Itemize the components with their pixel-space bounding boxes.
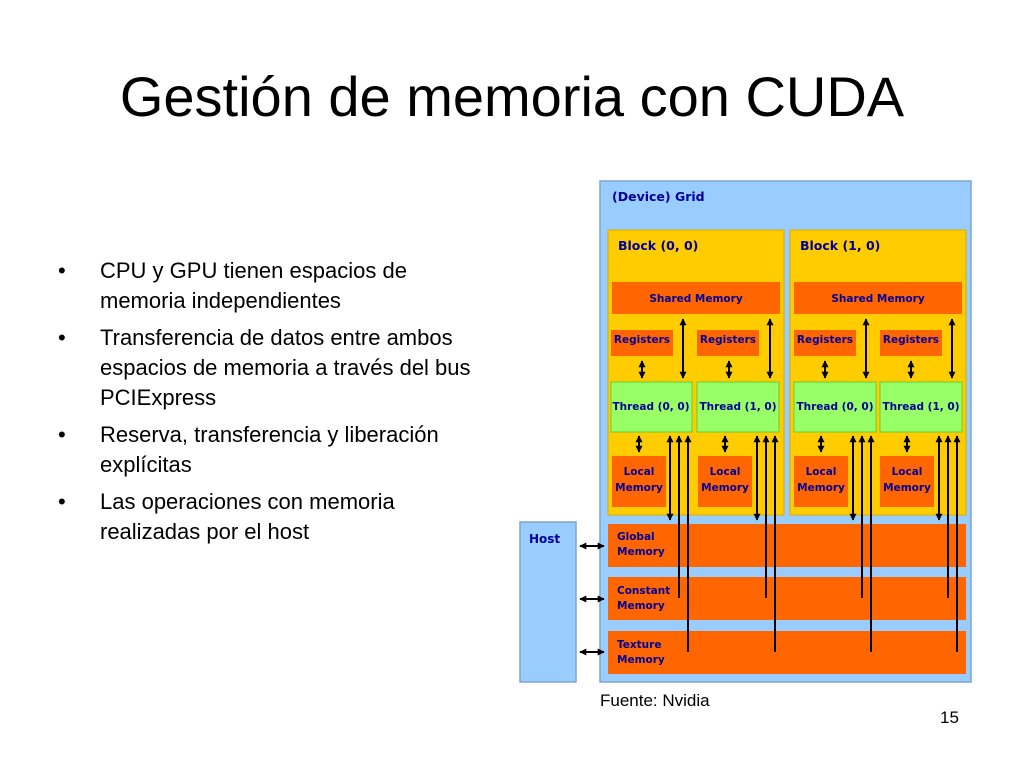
bullet-text: Las operaciones con memoria realizadas p… <box>100 489 395 544</box>
local-memory-label: Memory <box>883 482 931 494</box>
source-caption: Fuente: Nvidia <box>600 691 710 710</box>
registers <box>611 330 673 356</box>
texture-memory <box>608 631 966 674</box>
constant-memory <box>608 577 966 620</box>
texture-memory-label: Memory <box>617 654 665 666</box>
local-memory-label: Memory <box>797 482 845 494</box>
bullet-item: • Transferencia de datos entre ambos espa… <box>58 323 478 413</box>
grid-label: (Device) Grid <box>612 189 705 204</box>
shared-memory-label: Shared Memory <box>831 293 924 305</box>
local-memory-label: Local <box>624 466 655 478</box>
local-memory-label: Local <box>806 466 837 478</box>
thread <box>610 381 693 433</box>
bullet-text: Transferencia de datos entre ambos espac… <box>100 325 471 410</box>
thread <box>793 381 877 433</box>
slide-title: Gestión de memoria con CUDA <box>119 65 905 128</box>
registers <box>794 330 856 356</box>
registers-label: Registers <box>883 334 939 346</box>
thread-label: Thread (0, 0) <box>796 401 873 413</box>
shared-memory <box>794 282 962 314</box>
host-box <box>519 521 577 683</box>
registers <box>880 330 942 356</box>
texture-memory-label: Texture <box>617 639 661 651</box>
global-memory-label: Memory <box>617 546 665 558</box>
local-memory <box>698 456 752 507</box>
constant-memory-label: Memory <box>617 600 665 612</box>
bullet-marker: • <box>58 325 66 350</box>
host-label: Host <box>529 532 560 546</box>
bullet-item: • Las operaciones con memoria realizadas … <box>58 487 478 547</box>
local-memory-label: Memory <box>701 482 749 494</box>
block-label: Block (0, 0) <box>618 238 698 253</box>
registers-label: Registers <box>614 334 670 346</box>
local-memory-label: Local <box>710 466 741 478</box>
registers <box>697 330 759 356</box>
registers-label: Registers <box>797 334 853 346</box>
thread-label: Thread (0, 0) <box>612 401 689 413</box>
thread-label: Thread (1, 0) <box>699 401 776 413</box>
shared-memory-label: Shared Memory <box>649 293 742 305</box>
cuda-memory-diagram: (Device) Grid Host Block (0, 0) Shared M… <box>519 180 972 683</box>
shared-memory <box>612 282 780 314</box>
bullet-item: • CPU y GPU tienen espacios de memoria in… <box>58 256 478 316</box>
constant-memory-label: Constant <box>617 585 670 597</box>
bullet-item: • Reserva, transferencia y liberación exp… <box>58 420 478 480</box>
local-memory-label: Memory <box>615 482 663 494</box>
local-memory <box>794 456 848 507</box>
bullet-text: Reserva, transferencia y liberación expl… <box>100 422 439 477</box>
block-label: Block (1, 0) <box>800 238 880 253</box>
thread-label: Thread (1, 0) <box>882 401 959 413</box>
registers-label: Registers <box>700 334 756 346</box>
bullet-marker: • <box>58 422 66 447</box>
local-memory <box>880 456 934 507</box>
bullet-marker: • <box>58 258 66 283</box>
bullet-list: • CPU y GPU tienen espacios de memoria in… <box>58 256 478 554</box>
thread <box>879 381 963 433</box>
global-memory-label: Global <box>617 531 655 543</box>
bullet-marker: • <box>58 489 66 514</box>
global-memory <box>608 524 966 567</box>
local-memory <box>612 456 666 507</box>
thread <box>696 381 780 433</box>
page-number: 15 <box>940 708 959 727</box>
bullet-text: CPU y GPU tienen espacios de memoria ind… <box>100 258 407 313</box>
local-memory-label: Local <box>892 466 923 478</box>
